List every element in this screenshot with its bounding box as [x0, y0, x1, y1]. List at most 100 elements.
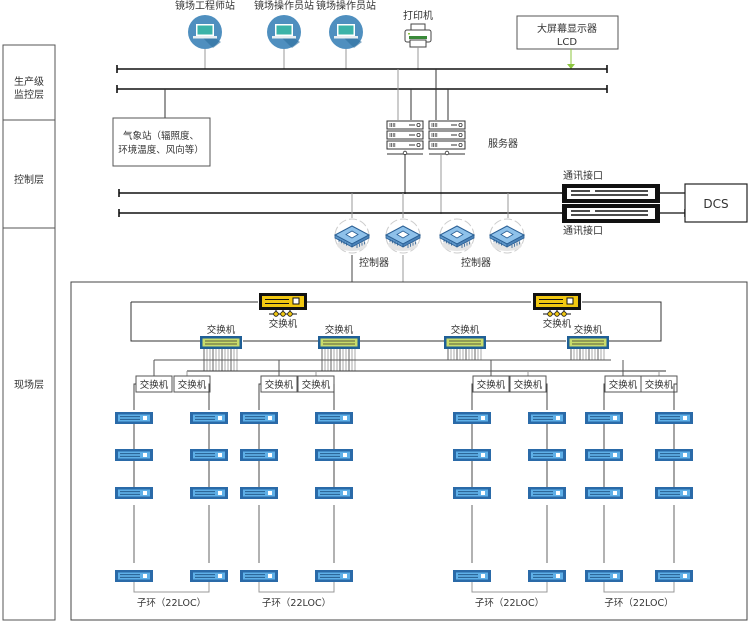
access-switch: 交换机	[472, 375, 510, 393]
controllers: 控制器 控制器	[333, 193, 526, 282]
field-device-icon	[115, 487, 153, 499]
aggregation-switch-icon	[318, 336, 360, 371]
field-device-icon	[655, 570, 693, 582]
subring-label: 子环（22LOC）	[137, 597, 206, 609]
layer-box-monitoring	[2, 44, 56, 121]
controllers-label-right: 控制器	[461, 256, 491, 269]
workstation: 镜场工程师站	[175, 0, 235, 69]
aggregation-switch-label: 交换机	[325, 324, 354, 336]
workstation-label: 镜场工程师站	[175, 0, 235, 12]
aggregation-switch: 交换机	[444, 324, 486, 360]
comm-interface-top	[562, 184, 660, 203]
access-group: 交换机交换机子环（22LOC）	[240, 360, 353, 609]
field-device-icon	[655, 412, 693, 424]
field-device-icon	[315, 570, 353, 582]
controller-chip-icon	[488, 218, 526, 254]
comm-interface-bottom-label: 通讯接口	[563, 224, 603, 237]
access-switch-label: 交换机	[302, 379, 331, 391]
subring-link	[258, 582, 335, 593]
field-device-icon	[115, 449, 153, 461]
subring-link	[133, 582, 210, 593]
servers: 服务器	[386, 69, 518, 214]
controllers-label-left: 控制器	[359, 256, 389, 269]
field-device-icon	[240, 570, 278, 582]
aggregation-switch: 交换机	[567, 324, 609, 360]
subring-label: 子环（22LOC）	[475, 597, 544, 609]
access-switch: 交换机	[260, 375, 298, 393]
access-switch: 交换机	[509, 375, 547, 393]
monitoring-bus	[116, 65, 608, 93]
aggregation-switch-label: 交换机	[574, 324, 603, 336]
field-device-icon	[453, 449, 491, 461]
workstation: 镜场操作员站	[254, 0, 314, 69]
field-device-icon	[585, 487, 623, 499]
laptop-icon	[188, 15, 222, 49]
subring-link	[471, 582, 548, 593]
access-groups: 交换机交换机子环（22LOC）交换机交换机子环（22LOC）交换机交换机子环（2…	[115, 360, 693, 609]
access-group: 交换机交换机子环（22LOC）	[115, 360, 228, 609]
aggregation-switch-icon	[200, 336, 242, 371]
aggregation-switch: 交换机	[200, 324, 242, 371]
access-switch: 交换机	[604, 375, 642, 393]
field-device-icon	[315, 412, 353, 424]
weather-station-box	[112, 117, 211, 167]
field-device-icon	[115, 412, 153, 424]
field-layer-container	[70, 281, 748, 621]
layer-label-field: 现场层	[14, 378, 44, 391]
layer-label-monitoring-line1: 生产级	[14, 75, 44, 88]
aggregation-switches: 交换机 交换机 交换机 交换机	[200, 324, 609, 371]
access-group: 交换机交换机子环（22LOC）	[585, 360, 693, 609]
aggregation-switch-icon	[567, 336, 609, 360]
lcd-label-line1: 大屏幕显示器	[537, 22, 597, 35]
dcs-box	[684, 183, 748, 223]
core-switch-icon	[259, 293, 307, 317]
field-device-icon	[528, 487, 566, 499]
core-switch-icon	[533, 293, 581, 317]
laptop-icon	[329, 15, 363, 49]
server-rack-icon	[386, 120, 424, 156]
access-switch-label: 交换机	[477, 379, 506, 391]
field-device-icon	[585, 449, 623, 461]
field-device-icon	[190, 412, 228, 424]
field-device-icon	[240, 412, 278, 424]
access-switch: 交换机	[640, 375, 678, 393]
field-device-icon	[528, 449, 566, 461]
lcd-display: 大屏幕显示器 LCD	[516, 15, 619, 69]
access-group: 交换机交换机子环（22LOC）	[453, 360, 566, 609]
access-switch-label: 交换机	[140, 379, 169, 391]
aggregation-switch-label: 交换机	[451, 324, 480, 336]
field-device-icon	[190, 570, 228, 582]
controller-chip-icon	[384, 218, 422, 254]
workstations: 镜场工程师站镜场操作员站镜场操作员站	[175, 0, 376, 69]
controller-chip-icon	[438, 218, 476, 254]
laptop-icon	[267, 15, 301, 49]
workstation-label: 镜场操作员站	[254, 0, 314, 12]
access-switch-label: 交换机	[609, 379, 638, 391]
weather-station-label-line2: 环境温度、风向等）	[118, 144, 204, 156]
core-switch-label: 交换机	[269, 318, 298, 330]
field-device-icon	[585, 412, 623, 424]
core-ring	[130, 301, 662, 342]
printer-icon	[404, 23, 432, 48]
servers-label: 服务器	[488, 137, 518, 150]
field-device-icon	[655, 449, 693, 461]
field-device-icon	[190, 449, 228, 461]
weather-station-label-line1: 气象站（辐照度、	[123, 130, 199, 142]
comm-interface-bottom	[562, 204, 660, 223]
comm-interface-top-label: 通讯接口	[563, 169, 603, 182]
access-switch-label: 交换机	[178, 379, 207, 391]
aggregation-switch-label: 交换机	[207, 324, 236, 336]
access-switch-label: 交换机	[514, 379, 543, 391]
core-switches: 交换机交换机	[259, 293, 581, 330]
field-device-icon	[240, 449, 278, 461]
aggregation-switch-icon	[444, 336, 486, 360]
field-device-icon	[190, 487, 228, 499]
access-switch: 交换机	[135, 375, 173, 393]
subring-label: 子环（22LOC）	[604, 597, 673, 609]
layer-label-control: 控制层	[14, 173, 44, 186]
access-switch-label: 交换机	[645, 379, 674, 391]
field-device-icon	[453, 487, 491, 499]
field-device-icon	[453, 412, 491, 424]
arrow-down-icon	[567, 64, 575, 69]
